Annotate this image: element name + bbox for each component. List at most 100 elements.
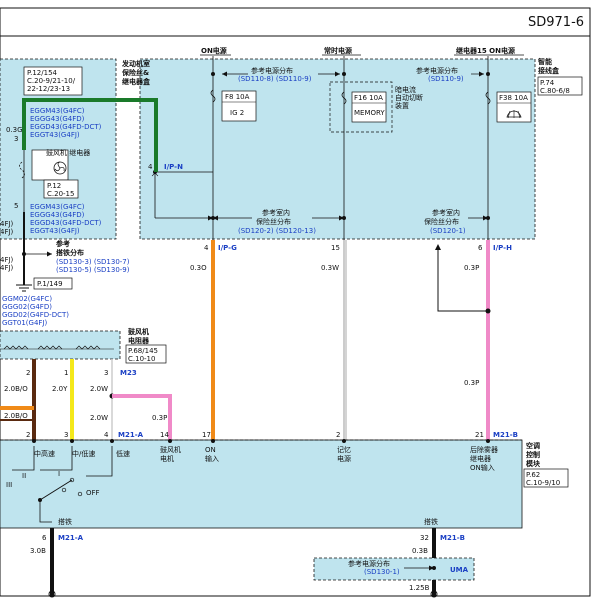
wire-2.0bo-1: 2.0B/O — [4, 385, 28, 393]
blower-resistor-title-2: 电阻器 — [128, 336, 150, 345]
m21a-bottom-connector: M21-A — [58, 534, 84, 542]
side-left-1: 4FJ) — [0, 220, 14, 228]
blower-relay-label: 鼓风机 继电器 — [46, 148, 90, 157]
m21a-pin-5: 17 — [202, 431, 211, 439]
ref-power1-line1: 参考电源分布 — [251, 66, 293, 75]
module-ground-1: 搭铁 — [58, 517, 72, 526]
ground-code-4: GGT01(G4FJ) — [2, 319, 47, 327]
fuse-f16 — [351, 91, 387, 123]
fuse-f38-id: F38 10A — [499, 94, 528, 102]
engine-room-ref-3: 22-12/23-13 — [27, 85, 70, 93]
fuse-f8-id: F8 10A — [225, 93, 250, 101]
dark-current-3: 装置 — [395, 101, 409, 110]
ref-power2-line2: (SD110-9) — [428, 75, 464, 83]
side-left-2: 4FJ) — [0, 228, 14, 236]
blower-resistor-ref-1: P.68/145 — [128, 347, 158, 355]
wire-2.0y: 2.0Y — [52, 385, 68, 393]
label-mid-low: 中/低速 — [72, 449, 95, 458]
blower-resistor-title-1: 鼓风机 — [128, 327, 149, 336]
ipn-connector: I/P-N — [164, 163, 183, 171]
fuse-f16-name: MEMORY — [354, 109, 385, 117]
label-defog-2: 继电器 — [470, 454, 491, 463]
wire-1.25b: 1.25B — [409, 584, 430, 592]
m21a-pin-6: 2 — [336, 431, 340, 439]
smart-junction-ref-1: P.74 — [540, 79, 555, 87]
wire-3.0b: 3.0B — [30, 547, 46, 555]
relay-ref-1: P.12 — [47, 182, 61, 190]
uma-ref-box — [313, 557, 475, 581]
blower-resistor-ref-2: C.10-10 — [128, 355, 155, 363]
ground-code-2: GGG02(G4FD) — [2, 303, 52, 311]
wire-2.0bo-2: 2.0B/O — [4, 412, 28, 420]
fuse-f8-name: IG 2 — [230, 109, 244, 117]
ground-code-1: GGM02(G4FC) — [2, 295, 52, 303]
label-defog-1: 后除雾器 — [470, 445, 498, 454]
code-upper-2: EGGG43(G4FD) — [30, 115, 85, 123]
pin-lower: 5 — [14, 202, 18, 210]
wire-2.0w-1: 2.0W — [90, 385, 108, 393]
code-upper-3: EGGD43(G4FD-DCT) — [30, 123, 102, 131]
side-left-4: 4FJ) — [0, 264, 14, 272]
wire-upper-label: 0.3G — [6, 126, 23, 134]
fuse-f8 — [221, 90, 257, 122]
label-blower-motor-1: 鼓风机 — [160, 445, 181, 454]
fuse-f38-symbol — [485, 91, 491, 105]
wire-pink-top: 0.3P — [464, 264, 479, 272]
bottom-ref-2: (SD130-1) — [364, 568, 400, 576]
pin-15: 15 — [331, 244, 340, 252]
label-blower-motor-2: 电机 — [160, 454, 174, 463]
code-lower-2: EGGG43(G4FD) — [30, 211, 85, 219]
code-upper-1: EGGM43(G4FC) — [30, 107, 85, 115]
uma-label: UMA — [450, 566, 469, 574]
engine-room-title-1: 发动机室 — [121, 59, 150, 68]
engine-room-ref-1: P.12/154 — [27, 69, 58, 77]
ac-module-ref-1: P.62 — [526, 471, 540, 479]
wire-0.3b: 0.3B — [412, 547, 428, 555]
resistor-pin-2: 1 — [64, 369, 68, 377]
wire-orange: 0.3O — [190, 264, 207, 272]
ac-control-module — [0, 439, 523, 529]
column-on-power: ON电源 — [201, 46, 227, 55]
wire-pink-mid: 0.3P — [464, 379, 479, 387]
bottom-ref-1: 参考电源分布 — [348, 559, 390, 568]
m21a-bottom-pin: 6 — [42, 534, 47, 542]
ac-module-title-1: 空调 — [526, 441, 540, 450]
smart-junction-title-2: 接线盒 — [538, 66, 560, 75]
wire-2.0w-2: 2.0W — [90, 414, 108, 422]
ground-ref-code-1: (SD130-3) (SD130-7) — [56, 258, 130, 266]
resistor-connector: M23 — [120, 369, 137, 377]
label-memory-power-2: 电源 — [337, 454, 351, 463]
fuse-f16-symbol — [341, 91, 347, 105]
column-constant-power: 常时电源 — [324, 46, 352, 55]
m21b-bottom-connector: M21-B — [440, 534, 465, 542]
fuse-f8-symbol — [210, 89, 216, 103]
ground-code-3: GGD02(G4FD-DCT) — [2, 311, 69, 319]
switch-pos-off: OFF — [86, 489, 100, 497]
page-code: SD971-6 — [528, 15, 584, 30]
ref-indoor2-line1: 参考室内 — [432, 208, 460, 217]
label-on-input-2: 输入 — [205, 454, 219, 463]
ref-indoor1-line3: (SD120-2) (SD120-13) — [238, 227, 316, 235]
feedback-wire — [437, 246, 488, 312]
iph-connector: I/P-H — [493, 244, 512, 252]
iph-pin: 6 — [478, 244, 483, 252]
ground-ref-page: P.1/149 — [37, 280, 63, 288]
code-lower-4: EGGT43(G4FJ) — [30, 227, 80, 235]
blower-resistor — [0, 330, 121, 360]
page-frame — [0, 7, 591, 597]
ref-indoor2-line3: (SD120-1) — [430, 227, 466, 235]
m21b-pin: 21 — [475, 431, 484, 439]
m21a-pin-1: 2 — [26, 431, 30, 439]
m21a-pin-3: 4 — [104, 431, 109, 439]
label-on-input-1: ON — [205, 446, 216, 454]
label-low: 低速 — [116, 449, 130, 458]
column-relay15-power: 继电器15 ON电源 — [456, 46, 515, 55]
relay-ref-2: C.20-15 — [47, 190, 74, 198]
module-ground-2: 搭铁 — [424, 517, 438, 526]
dark-current-2: 自动切断 — [395, 93, 423, 102]
label-mid-high: 中高速 — [34, 449, 55, 458]
blower-relay — [31, 149, 69, 181]
m21a-pin-2: 3 — [64, 431, 68, 439]
switch-pos-i: I — [58, 470, 60, 478]
